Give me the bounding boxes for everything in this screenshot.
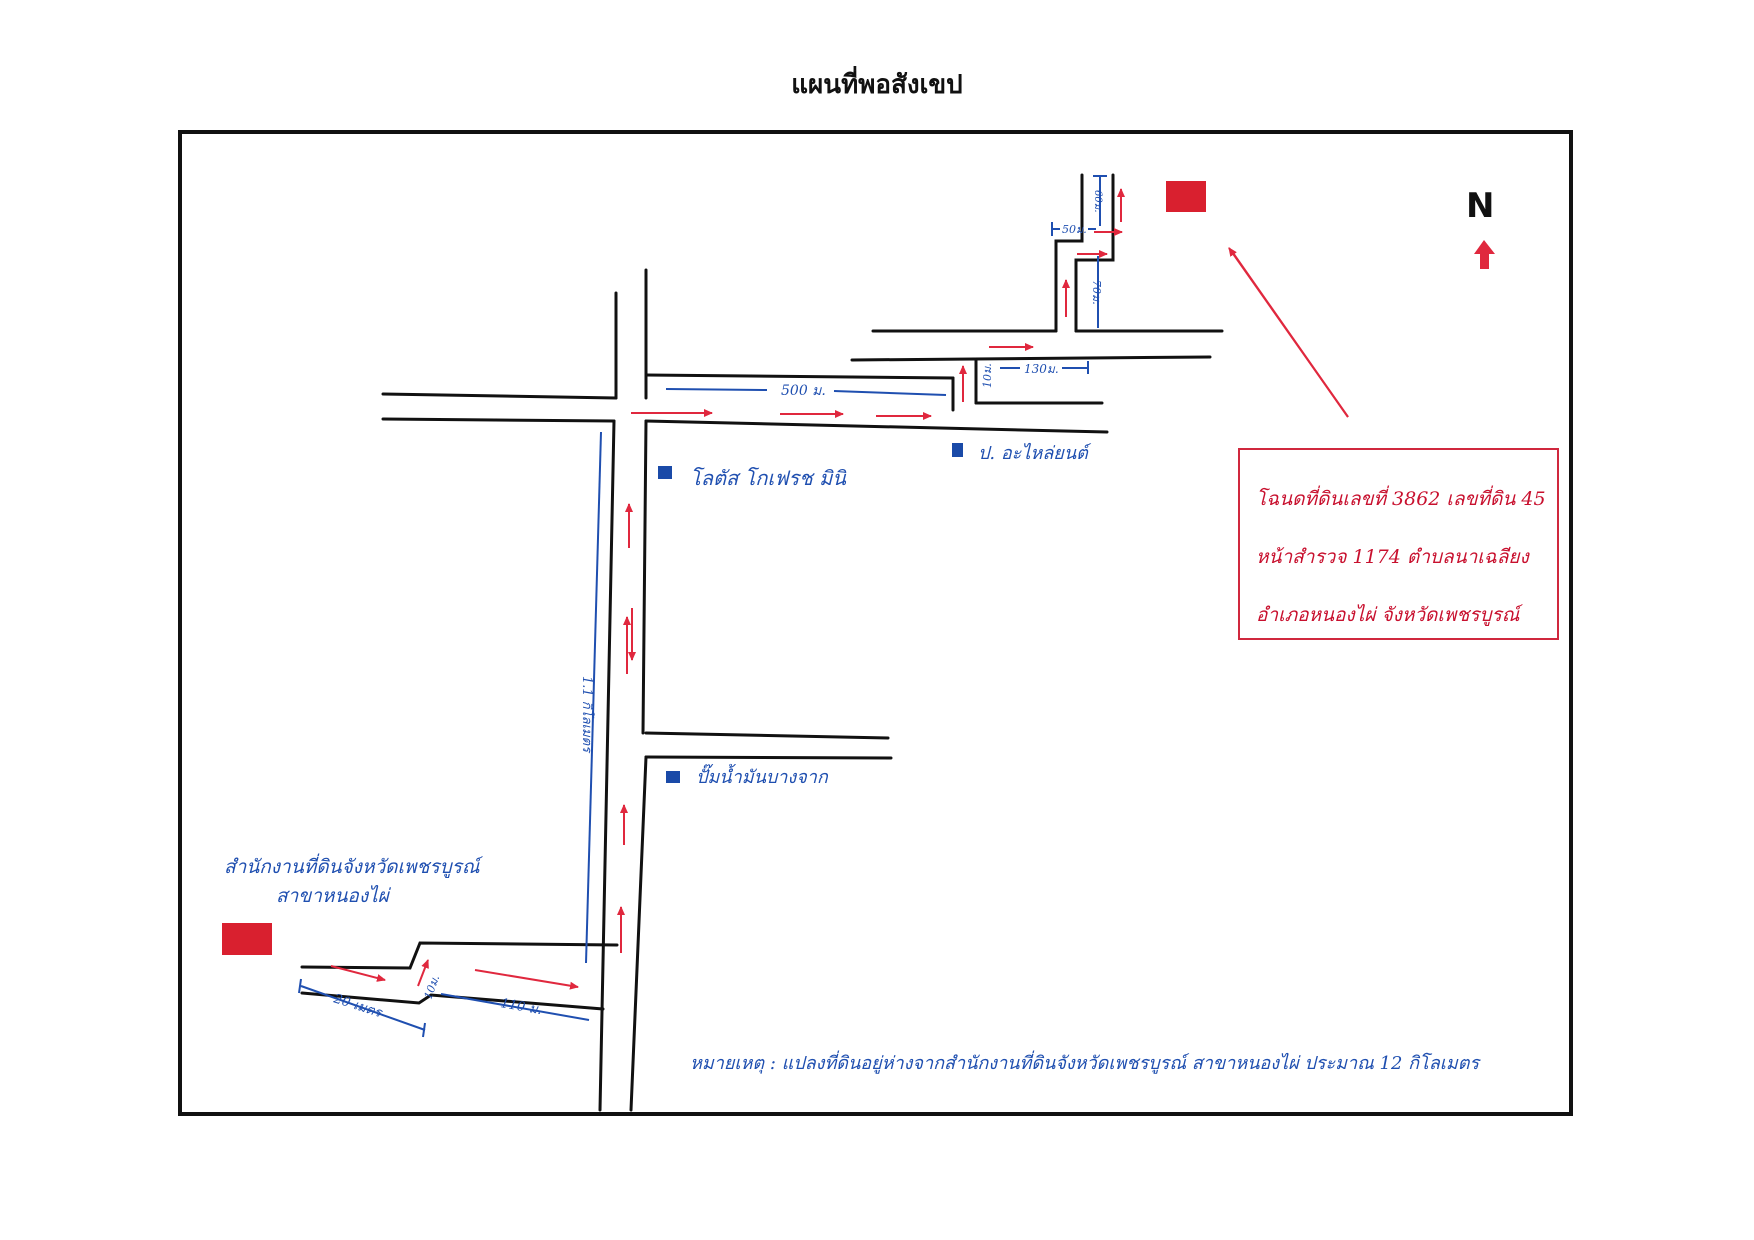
road-h-bottom-right — [644, 419, 1109, 434]
landmark-gas-label: ปั๊มน้ำมันบางจาก — [696, 763, 829, 788]
path-step-left — [1054, 173, 1084, 333]
page-title: แผนที่พอสังเขป — [791, 70, 963, 100]
landmark-lotus-label: โลตัส โกเฟรช มินิ — [690, 466, 847, 490]
arrow-pointer-shaft — [1230, 249, 1349, 418]
distance-130m-label: 130ม. — [1024, 362, 1059, 376]
distance-110m-label: 110 ม. — [499, 996, 543, 1018]
measure-110m — [440, 993, 590, 1021]
approach-road-top — [300, 941, 619, 970]
lane-top — [850, 355, 1212, 362]
road-main-right-lower — [641, 419, 648, 735]
road-branch-bottom — [644, 755, 893, 760]
measure-20m-tick-a — [298, 978, 302, 994]
approach-road-bottom — [300, 991, 605, 1011]
road-h-bottom-left — [381, 417, 616, 423]
distance-20m-label: 20 เมตร — [331, 991, 385, 1021]
parcel-info-line-1: โฉนดที่ดินเลขที่ 3862 เลขที่ดิน 45 — [1256, 488, 1546, 510]
map-note: หมายเหตุ : แปลงที่ดินอยู่ห่างจากสำนักงาน… — [690, 1053, 1480, 1074]
map-frame — [178, 130, 1573, 1116]
landmark-gas-marker — [666, 771, 680, 783]
parcel-marker — [1166, 181, 1206, 212]
origin-office-label-1: สำนักงานที่ดินจังหวัดเพชรบูรณ์ — [224, 853, 483, 878]
distance-70m-label: 70ม. — [1090, 280, 1103, 305]
measure-500m-b — [833, 390, 947, 396]
route-arrows — [330, 188, 1349, 990]
arrow-1 — [330, 965, 386, 982]
landmark-auto-parts-label: ป. อะไหล่ยนต์ — [978, 442, 1092, 464]
origin-office-label-2: สาขาหนองไผ่ — [276, 884, 392, 907]
origin-office-marker — [222, 923, 272, 955]
road-main-left-lower — [598, 419, 616, 1112]
measure-1-1km — [585, 431, 602, 964]
road-main-right-bottom — [629, 755, 648, 1112]
road-h-top-left — [381, 392, 618, 400]
distance-1-1km-label: 1.1 กิโลเมตร — [579, 676, 595, 754]
distance-10m-b-label: 10ม. — [981, 363, 994, 388]
measure-20m-tick-b — [422, 1022, 426, 1038]
arrow-2 — [417, 959, 429, 987]
road-branch-top — [644, 731, 890, 740]
road-h-top-right — [644, 373, 955, 380]
north-arrow-icon — [1474, 240, 1495, 269]
road-network — [300, 173, 1224, 1112]
parcel-info-line-3: อำเภอหนองไผ่ จังหวัดเพชรบูรณ์ — [1256, 604, 1520, 626]
landmark-auto-parts-marker — [952, 443, 963, 457]
distance-500m-label: 500 ม. — [781, 383, 826, 399]
north-label: N — [1466, 186, 1495, 226]
landmark-lotus-marker — [658, 466, 672, 479]
parcel-info-box: โฉนดที่ดินเลขที่ 3862 เลขที่ดิน 45 หน้าส… — [1238, 448, 1559, 640]
arrow-3 — [474, 969, 579, 990]
distance-60m-label: 60ม. — [1092, 190, 1103, 213]
measure-500m-a — [665, 388, 768, 391]
parcel-info-line-2: หน้าสำรวจ 1174 ตำบลนาเฉลียง — [1256, 546, 1529, 568]
path-step-right — [1074, 173, 1115, 333]
distance-50m-label: 50ม. — [1062, 223, 1087, 236]
measure-20m — [300, 985, 426, 1031]
measure-lines — [298, 175, 1107, 1038]
